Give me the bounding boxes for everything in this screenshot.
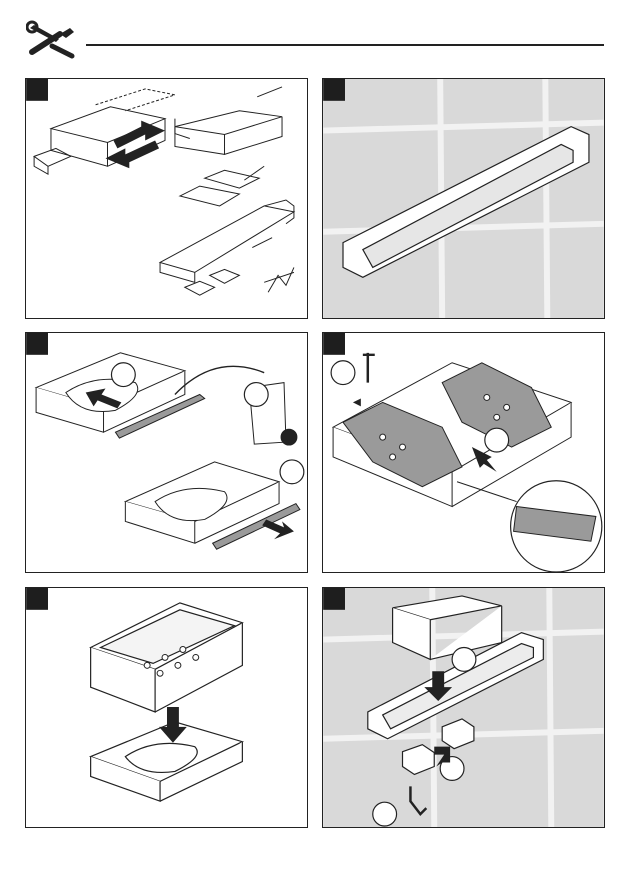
step-badge-1 [26,79,48,101]
step-badge-4 [323,333,345,355]
tools-icon [26,20,78,60]
step-panel-3 [25,332,308,573]
step-badge-5 [26,588,48,610]
step-panel-6 [322,587,605,828]
step-badge-2 [323,79,345,101]
step-panel-2 [322,78,605,319]
step-panel-5 [25,587,308,828]
bracket-screw-illustration [323,333,604,572]
step-panel-1 [25,78,308,319]
step-badge-3 [26,333,48,355]
basket-mount-illustration [323,588,604,827]
step-panel-4 [322,332,605,573]
step-badge-6 [323,588,345,610]
parts-overview-illustration [26,79,307,318]
dish-insert-illustration [26,588,307,827]
header-rule [86,44,604,46]
wall-bar-illustration [323,79,604,318]
side-rail-illustration [26,333,307,572]
